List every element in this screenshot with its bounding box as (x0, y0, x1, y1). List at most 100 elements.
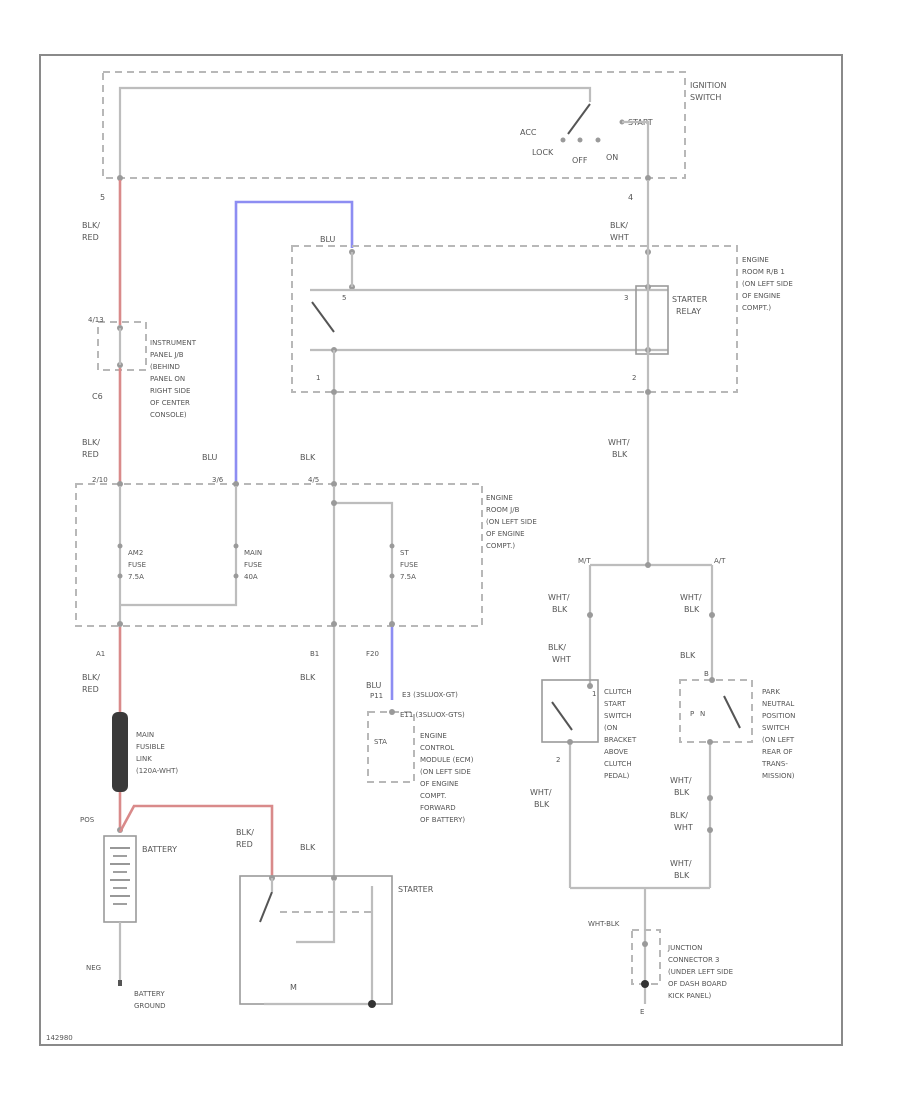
clutch-wire-out-2: BLK (534, 800, 550, 809)
pnp-pin-p: P (690, 710, 694, 718)
ip-jb-line-7: CONSOLE) (150, 411, 187, 419)
er-jb-line-1: ENGINE (486, 494, 513, 502)
er-rb-pin2: 2 (632, 374, 636, 382)
ecm-pin-sta: STA (374, 738, 387, 746)
battery-ground-1: BATTERY (134, 990, 165, 998)
clutch-line-3: SWITCH (604, 712, 631, 720)
fuse-am2-line-3: 7.5A (128, 573, 144, 581)
branch-mt: M/T (578, 557, 591, 565)
fuse-st-line-2: FUSE (400, 561, 418, 569)
clutch-line-2: START (604, 700, 626, 708)
pnp-line-8: MISSION) (762, 772, 795, 780)
ip-jb-pin-top: 4/13 (88, 316, 104, 324)
wire-label-blk-starter: BLK (300, 843, 316, 852)
pnp-pin-n: N (700, 710, 705, 718)
wire-label-blk-mid: BLK (300, 453, 316, 462)
clutch-wire-in: WHT/ (548, 593, 570, 602)
clutch-wire-out: WHT/ (530, 788, 552, 797)
fusible-link-line-1: MAIN (136, 731, 154, 739)
main-fusible-link: MAIN FUSIBLE LINK (120A-WHT) (112, 712, 178, 792)
clutch-line-7: CLUTCH (604, 760, 632, 768)
pnp-wire-out3-2: BLK (674, 871, 690, 880)
fusible-link-line-3: LINK (136, 755, 152, 763)
junction-line-3: (UNDER LEFT SIDE (668, 968, 733, 976)
pnp-line-2: NEUTRAL (762, 700, 794, 708)
pnp-line-6: REAR OF (762, 748, 793, 756)
pnp-wire-out2: BLK/ (670, 811, 688, 820)
junction-line-5: KICK PANEL) (668, 992, 711, 1000)
pnp-wire-out1-2: BLK (674, 788, 690, 797)
er-jb-line-3: (ON LEFT SIDE (486, 518, 537, 526)
er-jb-line-2: ROOM J/B (486, 506, 520, 514)
fuse-main-line-2: FUSE (244, 561, 262, 569)
ecm-line-8: OF BATTERY) (420, 816, 465, 824)
clutch-pin2: 2 (556, 756, 560, 764)
ecm-line-3: MODULE (ECM) (420, 756, 474, 764)
pnp-line-4: SWITCH (762, 724, 789, 732)
wire-label-blk-red-mid: BLK/ (82, 438, 100, 447)
fuse-am2-line-1: AM2 (128, 549, 143, 557)
ecm-line-7: FORWARD (420, 804, 456, 812)
er-jb-pin-a: 2/10 (92, 476, 108, 484)
engine-room-jb: 2/10 3/6 4/5 ENGINE ROOM J/B (ON LEFT SI… (75, 476, 537, 658)
pnp-wire-in-2: BLK (684, 605, 700, 614)
battery-pos: POS (80, 816, 95, 824)
er-rb-pin3: 3 (624, 294, 628, 302)
clutch-line-5: BRACKET (604, 736, 637, 744)
ignition-switch-title: IGNITION (690, 81, 726, 90)
wire-label-blk-red-low: BLK/ (82, 673, 100, 682)
wire-label-blk-red-top-2: RED (82, 233, 99, 242)
er-rb-line-5: COMPT.) (742, 304, 771, 312)
pnp-line-3: POSITION (762, 712, 795, 720)
er-jb-pin-b: 3/6 (212, 476, 224, 484)
er-jb-line-4: OF ENGINE (486, 530, 525, 538)
branch-at: A/T (714, 557, 726, 565)
pnp-line-1: PARK (762, 688, 780, 696)
er-jb-pin-d: A1 (96, 650, 105, 658)
er-jb-pin-e: B1 (310, 650, 319, 658)
ecm-line-5: OF ENGINE (420, 780, 459, 788)
er-rb-line-2: ROOM R/B 1 (742, 268, 785, 276)
pnp-wire-pre: BLK (680, 651, 696, 660)
er-rb-line-1: ENGINE (742, 256, 769, 264)
wire-label-blk-wht-top-2: WHT (610, 233, 629, 242)
fuse-st-line-3: 7.5A (400, 573, 416, 581)
er-rb-line-4: OF ENGINE (742, 292, 781, 300)
pnp-line-7: TRANS- (761, 760, 788, 768)
wire-label-wht-blk-mid-2: BLK (612, 450, 628, 459)
ip-jb-line-5: RIGHT SIDE (150, 387, 190, 395)
pnp-pin-b: B (704, 670, 709, 678)
ecm-pin-e11: E11 (3SLUOX-GTS) (400, 711, 465, 719)
fusible-link-line-4: (120A-WHT) (136, 767, 178, 775)
clutch-line-1: CLUTCH (604, 688, 632, 696)
engine-control-module: STA P11 E3 (3SLUOX-GT) E11 (3SLUOX-GTS) … (367, 691, 474, 824)
fusible-link-line-2: FUSIBLE (136, 743, 165, 751)
footer-code: 142980 (46, 1034, 73, 1042)
starter-m-label: M (290, 983, 297, 992)
clutch-start-switch: WHT/ BLK BLK/ WHT 1 2 WHT/ BLK CLUTCH ST… (530, 565, 637, 888)
junction-wire: WHT-BLK (588, 920, 620, 928)
junction-line-2: CONNECTOR 3 (668, 956, 720, 964)
starter-relay-label: STARTER (672, 295, 708, 304)
starter-label: STARTER (398, 885, 434, 894)
clutch-wire-in-2: BLK (552, 605, 568, 614)
junction-ground-pin: E (640, 1008, 644, 1016)
ip-jb-line-4: PANEL ON (150, 375, 185, 383)
wire-label-blk-red-mid-2: RED (82, 450, 99, 459)
pnp-wire-out2-2: WHT (674, 823, 693, 832)
wire-label-blk-red-low-2: RED (82, 685, 99, 694)
wire-label-blu-top: BLU (320, 235, 336, 244)
ecm-pin-p: P11 (370, 692, 383, 700)
fuse-am2-line-2: FUSE (128, 561, 146, 569)
clutch-line-8: PEDAL) (604, 772, 630, 780)
ip-jb-line-3: (BEHIND (150, 363, 180, 371)
fuse-main-line-3: 40A (244, 573, 258, 581)
wire-label-blk-wht-top: BLK/ (610, 221, 628, 230)
ip-jb-line-1: INSTRUMENT (150, 339, 197, 347)
clutch-wire-pre-2: WHT (552, 655, 571, 664)
wire-label-blu-low: BLU (366, 681, 382, 690)
battery-neg: NEG (86, 964, 101, 972)
wire-label-wht-blk-mid: WHT/ (608, 438, 630, 447)
wire-label-blk-low: BLK (300, 673, 316, 682)
